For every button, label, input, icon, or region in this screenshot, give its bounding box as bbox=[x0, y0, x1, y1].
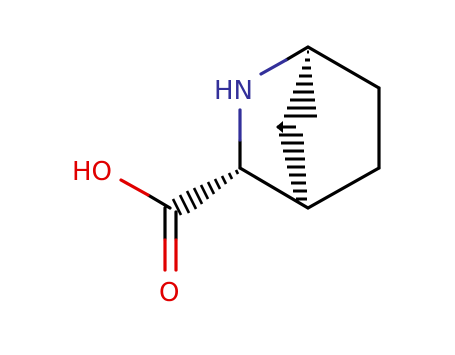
bond-cooh-c-oh bbox=[119, 178, 150, 197]
bridge-hashed-bonds bbox=[276, 50, 317, 201]
atom-label-o: O bbox=[159, 278, 179, 308]
carboxyl-bonds bbox=[119, 178, 178, 272]
bond-cooh-c-o-dark bbox=[146, 193, 172, 210]
atom-label-nh: HN bbox=[214, 76, 253, 106]
bond-c1-c6 bbox=[306, 45, 381, 90]
carbon-bonds bbox=[238, 45, 381, 210]
nitrogen-bonds bbox=[238, 58, 288, 142]
bond-c1-n-dark bbox=[284, 45, 310, 62]
atom-label-oh: HO bbox=[72, 157, 112, 187]
bond-c5-c4 bbox=[306, 166, 381, 210]
bond-c4-c3 bbox=[238, 166, 310, 210]
carboxyl-hashed-bond bbox=[171, 169, 240, 216]
bond-n-c1 bbox=[259, 58, 288, 76]
